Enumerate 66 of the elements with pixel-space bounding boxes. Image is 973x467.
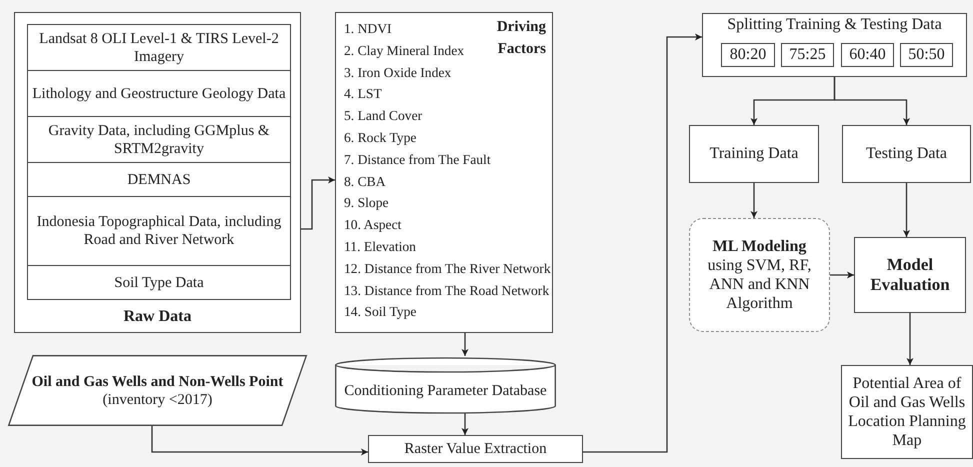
output-box [841, 365, 973, 459]
arrow [462, 413, 468, 435]
process-box [689, 218, 830, 332]
box-label: Raster Value Extraction [403, 440, 548, 458]
box-label: 50:50 [907, 45, 946, 65]
box-heading: Oil and Gas Wells and Non-Wells Point [30, 372, 284, 390]
arrow [834, 77, 910, 125]
box-label: Conditioning Parameter Database [343, 382, 548, 400]
box-label: Indonesia Topographical Data, including Road and River Network [36, 213, 282, 249]
data-box [27, 265, 291, 300]
box-label: Testing Data [864, 144, 948, 164]
arrow [151, 426, 368, 456]
box-heading: Raw Data [122, 308, 192, 326]
box-label: Gravity Data, including GGMplus & SRTM2gravity [47, 122, 271, 158]
list-item: 11. Elevation [344, 239, 416, 256]
list-item: 10. Aspect [344, 217, 402, 234]
process-box [854, 237, 966, 313]
box-heading: ML Modeling [712, 236, 808, 256]
box-heading: Model Evaluation [869, 254, 951, 296]
list-item: 14. Soil Type [344, 304, 416, 321]
box-label: Splitting Training & Testing Data [726, 16, 943, 34]
data-box [27, 162, 291, 197]
process-box [368, 435, 583, 463]
process-box [702, 13, 967, 77]
box-heading: Driving Factors [496, 18, 546, 59]
group-box [14, 12, 301, 333]
data-box [689, 125, 819, 183]
arrow [906, 313, 914, 365]
box-label: Landsat 8 OLI Level-1 & TIRS Level-2 Imagery [38, 30, 280, 66]
arrow [583, 34, 702, 453]
box-label: 80:20 [728, 45, 768, 65]
arrow [301, 176, 335, 230]
list-item: 3. Iron Oxide Index [344, 64, 452, 81]
ratio-box [900, 43, 953, 67]
list-item: 13. Distance from The Road Network [344, 282, 550, 299]
data-box [842, 125, 971, 183]
box-label: Soil Type Data [113, 274, 205, 292]
list-item: 7. Distance from The Fault [344, 152, 491, 168]
list-item: 9. Slope [344, 195, 389, 212]
list-item: 8. CBA [344, 174, 386, 190]
box-label: Lithology and Geostructure Geology Data [31, 84, 287, 102]
ratio-box [841, 43, 894, 67]
data-box [27, 116, 291, 163]
data-box [27, 196, 291, 266]
arrow [903, 183, 910, 237]
box-label: (inventory <2017) [102, 390, 214, 408]
list-item: 2. Clay Mineral Index [344, 42, 464, 60]
ratio-box [781, 43, 834, 67]
box-label: DEMNAS [126, 170, 192, 188]
box-label: Training Data [708, 144, 800, 164]
ratio-box [721, 43, 775, 67]
box-label: Potential Area of Oil and Gas Wells Location Planning Map [847, 374, 967, 450]
list-item: 1. NDVI [344, 21, 392, 38]
box-label: 75:25 [788, 45, 827, 65]
list-box [335, 12, 553, 333]
list-item: 5. Land Cover [344, 108, 422, 124]
box-label: using SVM, RF, ANN and KNN Algorithm [706, 256, 812, 314]
data-box [27, 24, 291, 71]
list-item: 4. LST [344, 86, 382, 103]
box-label: 60:40 [848, 45, 887, 65]
arrow [750, 183, 758, 218]
arrow [462, 333, 468, 356]
arrow [830, 272, 854, 278]
list-item: 6. Rock Type [344, 130, 416, 146]
list-item: 12. Distance from The River Network [344, 260, 551, 278]
data-box [27, 70, 291, 117]
